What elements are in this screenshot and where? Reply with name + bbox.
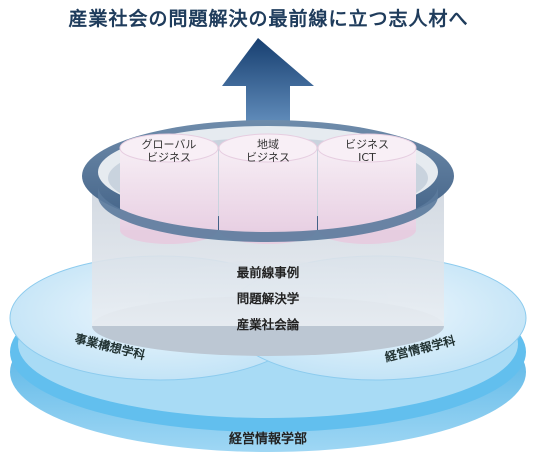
core-subject-1: 最前線事例 [236, 265, 300, 280]
cylinder-label-regional: 地域 ビジネス [223, 138, 313, 164]
cylinder-label-ict: ビジネス ICT [322, 138, 412, 164]
cylinder-label-global: グローバル ビジネス [124, 138, 214, 164]
ring-front-lip [98, 186, 438, 242]
core-subject-2: 問題解決学 [236, 291, 300, 306]
upward-arrow [222, 38, 314, 140]
page-title: 産業社会の問題解決の最前線に立つ志人材へ [68, 8, 469, 30]
cylinder-label-line1: グローバル [141, 138, 197, 151]
cylinder-label-line1: 地域 [257, 138, 279, 151]
core-subject-3: 産業社会論 [236, 317, 300, 332]
cylinder-label-line1: ビジネス [345, 138, 389, 151]
cylinder-label-line2: ビジネス [147, 151, 191, 164]
cylinder-label-line2: ICT [358, 151, 376, 164]
faculty-label: 経営情報学部 [228, 432, 307, 447]
cylinder-label-line2: ビジネス [246, 151, 290, 164]
